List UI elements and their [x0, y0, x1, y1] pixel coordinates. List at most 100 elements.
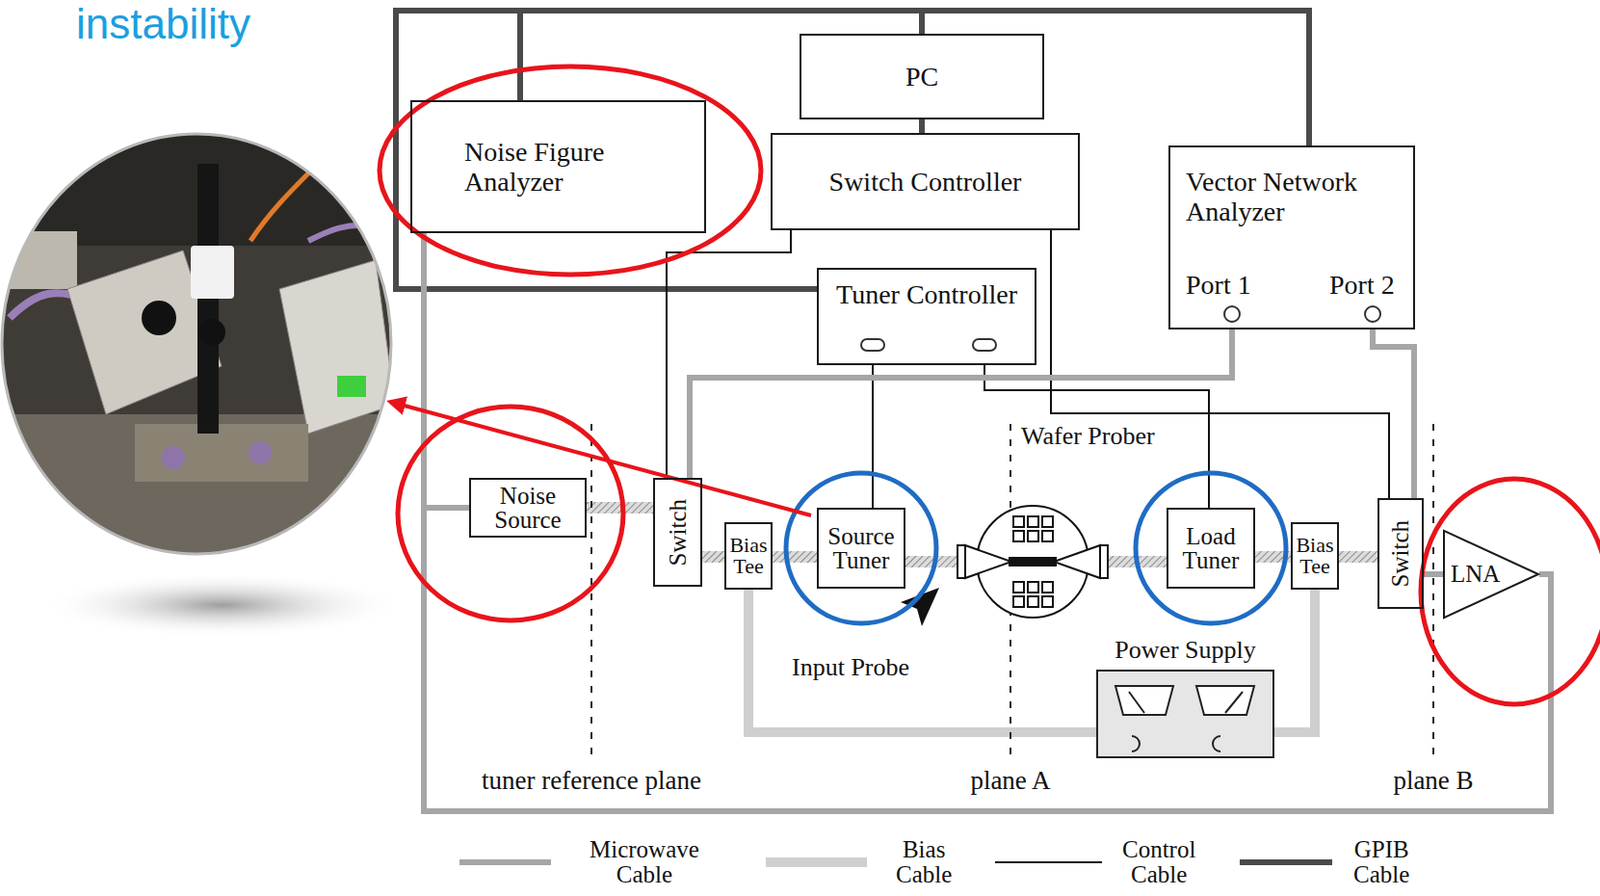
region-label: Wafer Prober [1021, 421, 1155, 451]
tuner-box: Load Tuner [1166, 507, 1256, 589]
plane-label: plane B [1392, 765, 1473, 796]
port-label: Port 1 [1185, 269, 1283, 300]
wafer-probe [1013, 530, 1024, 542]
highlight-ellipse [379, 66, 1600, 705]
highlight-circle [786, 472, 1286, 624]
legend-label: GPIB Cable [1353, 837, 1410, 889]
controller-box: Switch Controller [770, 132, 1080, 231]
setup-photo [9, 231, 78, 289]
power-supply-panel [1097, 670, 1274, 758]
hatch-cable [702, 550, 725, 563]
node-label: Bias Tee [1295, 534, 1334, 578]
node-label: Switch Controller [829, 166, 1023, 197]
highlight-ellipse [397, 406, 624, 621]
hatch-cable [905, 555, 1167, 568]
tuner-box: Source Tuner [816, 507, 906, 589]
node-label: LNA [1450, 560, 1500, 588]
node-label: Source Tuner [827, 524, 894, 573]
power-supply-panel [1196, 685, 1255, 715]
setup-photo [250, 163, 318, 241]
computer-box: PC [799, 33, 1045, 120]
port-connector [1224, 306, 1240, 322]
legend-label: Control Cable [1122, 837, 1196, 889]
reference-plane-line [1432, 423, 1435, 757]
plane-label: tuner reference plane [481, 765, 702, 796]
instrument-box: Noise Figure Analyzer [410, 100, 707, 234]
wafer-probe [1013, 581, 1024, 593]
gpib-cable [918, 119, 925, 133]
photo-shadow [38, 572, 405, 638]
power-supply-panel [1225, 691, 1243, 713]
part-label: Input Probe [791, 653, 910, 682]
ctrl-cable [666, 230, 791, 478]
wafer-probe [1053, 545, 1101, 578]
port-connector [861, 339, 885, 351]
legend-label: Bias Cable [895, 837, 952, 889]
legend-swatch [1239, 859, 1333, 866]
hatch-cable [772, 550, 817, 563]
hatch-cable [586, 501, 654, 514]
component-box: Bias Tee [724, 522, 773, 590]
wafer-probe [957, 505, 1108, 618]
gpib-cable [921, 10, 1310, 146]
switch-box: Switch [653, 477, 703, 587]
legend-swatch [995, 861, 1102, 864]
port-connector [972, 339, 997, 351]
setup-photo [0, 125, 397, 569]
wafer-probe [965, 545, 1012, 578]
setup-photo [279, 260, 395, 434]
wafer-probe [1013, 596, 1024, 607]
component-box: Noise Source [469, 477, 587, 538]
connectors [395, 10, 1551, 812]
instrument-box: Vector Network AnalyzerPort 1 Port 2 [1168, 145, 1416, 330]
hatch-cable [1338, 550, 1378, 563]
node-label: Tuner Controller [836, 279, 1018, 310]
bias-cable [1273, 589, 1315, 733]
pointer-arrow [390, 401, 812, 516]
setup-photo [190, 245, 235, 299]
mw-cable [1423, 571, 1443, 578]
highlight-circle [1135, 472, 1286, 624]
port-connector [1364, 306, 1381, 322]
wafer-probe [1042, 596, 1053, 607]
ctrl-cable [871, 365, 874, 508]
wafer-probe [1100, 545, 1108, 578]
mw-cable [1372, 329, 1415, 499]
mw-cable [423, 233, 470, 508]
power-supply-panel [1212, 735, 1221, 752]
controller-box: Tuner Controller [816, 267, 1037, 366]
wafer-probe [1013, 516, 1024, 527]
node-label: Switch [664, 498, 692, 566]
node-label: Bias Tee [729, 534, 767, 578]
mw-cable [689, 329, 1233, 478]
node-label: Noise Source [494, 483, 561, 532]
setup-photo [0, 125, 397, 569]
amplifier-outline [1443, 530, 1539, 618]
node-label: PC [905, 61, 939, 92]
highlight-circle [786, 472, 937, 624]
switch-box: Switch [1377, 498, 1424, 609]
plane-label: plane A [970, 765, 1050, 796]
component-box: Bias Tee [1290, 522, 1339, 590]
highlight-ellipse [379, 66, 761, 275]
power-supply-panel [1115, 685, 1174, 715]
power-supply: Power Supply [1097, 628, 1274, 758]
power-supply-panel [1097, 670, 1274, 758]
wafer-probe [1027, 581, 1039, 593]
reference-plane-line [591, 423, 1434, 757]
node-label: Noise Figure Analyzer [464, 136, 648, 198]
node-label: Switch [1387, 520, 1415, 587]
mw-cable [423, 233, 1551, 812]
setup-photo [198, 318, 226, 346]
node-label: Power Supply [1114, 635, 1257, 664]
photo-frame [1, 133, 392, 554]
wafer-probe [1027, 530, 1039, 542]
node-label: Load Tuner [1182, 524, 1240, 573]
port-label: Port 2 [1329, 269, 1407, 300]
legend-swatch [459, 859, 551, 866]
slide-title: instability [76, 0, 251, 50]
wafer-probe [957, 545, 966, 578]
wafer-probe [1042, 530, 1053, 542]
node-label: Vector Network Analyzer [1185, 166, 1379, 228]
